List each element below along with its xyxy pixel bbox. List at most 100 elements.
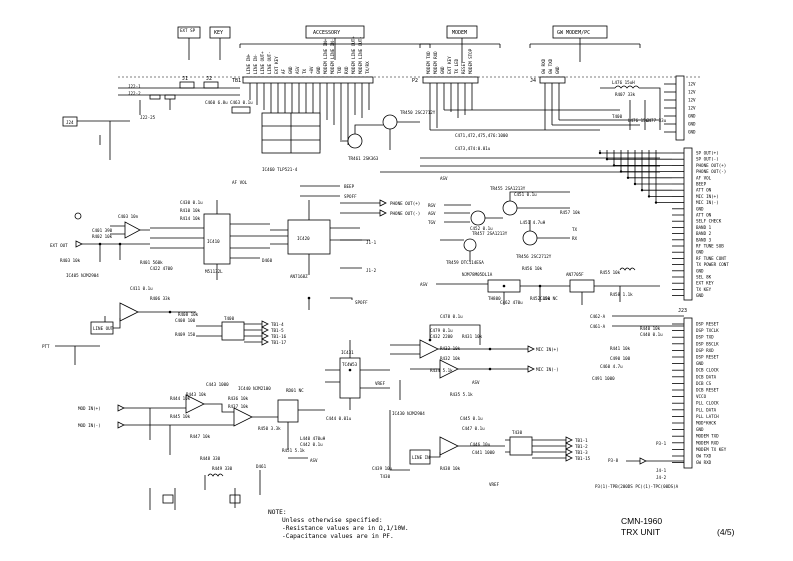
- harness-wire: [648, 150, 672, 197]
- component-value-label: R444 10k: [170, 396, 191, 401]
- right-lower-pin-label: PLL LATCH: [696, 414, 719, 419]
- right-mid-pin-label: ATT ON: [696, 188, 712, 193]
- component-value-label: R448 330: [200, 456, 221, 461]
- right-mid-pin-label: BAND 1: [696, 225, 712, 230]
- tr461-symbol: [347, 133, 363, 149]
- component-value-label: R452 10k: [530, 296, 551, 301]
- ic420-part: AN7168Z: [290, 274, 308, 279]
- p2-drop-wires: [429, 83, 473, 130]
- modem-label: MODEM: [452, 30, 467, 36]
- mic-in-plus-arrow: [527, 345, 535, 353]
- caps-note-2: C473,474:0.01u: [455, 146, 491, 151]
- right-mid-pin-label: TX KEY: [696, 287, 712, 292]
- t400-transformer: [221, 321, 245, 341]
- mod-in-minus-arrow: [117, 421, 125, 429]
- right-mid-pin-label: GND: [696, 268, 704, 273]
- key-label: KEY: [214, 30, 223, 36]
- ic420-label: IC420: [297, 236, 310, 241]
- ptt-label: PTT: [42, 344, 50, 349]
- right-lower-pin-label: GW TXD: [696, 454, 712, 459]
- an7705f-label: AN7705F: [566, 272, 584, 277]
- component-value-label: R406 33k: [150, 296, 171, 301]
- component-value-label: R440 10k: [640, 326, 661, 331]
- tr459-symbol: [463, 238, 477, 252]
- j24-wires: [77, 120, 130, 160]
- component-value-label: R410 10k: [180, 208, 201, 213]
- title-model: CMN-1960: [621, 516, 662, 526]
- tr455-symbol: [502, 200, 518, 216]
- right-lower-pin-label: DSP TXCLK: [696, 328, 719, 333]
- spoff-top-label: SPOFF: [344, 194, 357, 199]
- right-mid-pin-label: EXT KEY: [696, 281, 714, 286]
- af-vol-label: AF VOL: [232, 180, 248, 185]
- svg-text:C463 0.1u: C463 0.1u: [230, 100, 253, 105]
- harness-junction: [640, 189, 644, 192]
- right-mid-pin-label: PHONE OUT(+): [696, 163, 726, 168]
- component-value-label: C451 0.1u: [514, 192, 537, 197]
- component-value-label: C447 0.1u: [462, 426, 485, 431]
- svg-text:TX: TX: [302, 68, 307, 74]
- right-mid-pin-label: GND: [696, 293, 704, 298]
- svg-text:J22-2: J22-2: [128, 91, 141, 96]
- right-lower-pin-label: PLL CLOCK: [696, 401, 719, 406]
- tb1-2-arrow: [565, 442, 573, 450]
- component-value-label: C479 0.1u: [430, 328, 453, 333]
- ic431-wires: [325, 340, 390, 410]
- component-value-label: D460: [262, 258, 273, 263]
- c-a-lines: [612, 315, 684, 327]
- tb1-1-label: TB1-1: [575, 438, 588, 443]
- component-value-label: R441 10k: [610, 346, 631, 351]
- tb1-3-arrow: [565, 448, 573, 456]
- beep-label: BEEP: [344, 184, 355, 189]
- phone-out-plus-arrow: [379, 199, 387, 207]
- component-value-label: R403 10k: [60, 258, 81, 263]
- p3-8-arrow: [639, 457, 647, 465]
- an7705f-block: [569, 279, 595, 293]
- svg-text:ASV: ASV: [295, 66, 300, 74]
- ic431-part: TC4W53: [342, 362, 358, 367]
- l476-wires: [600, 87, 661, 130]
- right-upper-pin-label: 12V: [688, 106, 696, 111]
- title-unit: TRX UNIT: [621, 527, 660, 537]
- mod-in-plus-arrow: [117, 404, 125, 412]
- component-value-label: R455 10k: [600, 270, 621, 275]
- ext-out-wires: [82, 243, 150, 262]
- tb1-4-label: TB1-4: [271, 322, 284, 327]
- j1-wires: [340, 239, 362, 269]
- tb1-17-arrow: [261, 338, 269, 346]
- phone-out-minus-arrow: [379, 209, 387, 217]
- svg-text:MODEM LINE IN+: MODEM LINE IN+: [323, 38, 328, 74]
- component-value-label: C446 10u: [470, 442, 491, 447]
- vreg-wires: [436, 283, 660, 305]
- component-value-label: C445 0.1u: [460, 416, 483, 421]
- opamp-input-stage: [124, 221, 141, 239]
- svg-text:MODEM LINE OUT+: MODEM LINE OUT+: [351, 36, 356, 74]
- asv-mid-label: ASV: [420, 282, 428, 287]
- svg-text:EXT KEY: EXT KEY: [274, 56, 279, 74]
- t430-wires: [505, 439, 566, 459]
- phone-out-lines: [340, 202, 380, 214]
- connector-j23-label: J23: [678, 308, 687, 314]
- bottom-left-components: [149, 470, 261, 510]
- connector-p2-label: P2: [412, 78, 418, 84]
- agv-label: AGV: [428, 211, 436, 216]
- right-mid-pin-label: PHONE OUT(-): [696, 169, 726, 174]
- svg-text:C460 6.8u: C460 6.8u: [205, 100, 228, 105]
- component-value-label: R414 10k: [180, 216, 201, 221]
- phone-out-plus-label: PHONE OUT(+): [390, 201, 420, 206]
- component-value-label: R451 5.1k: [282, 448, 305, 453]
- rd01-block: [277, 399, 299, 423]
- right-lower-pin-label: VCCO: [696, 394, 707, 399]
- ic430-wires: [390, 324, 490, 400]
- ic440-wires: [130, 403, 270, 455]
- component-value-label: D461: [256, 464, 267, 469]
- component-value-label: C430 0.1u: [180, 200, 203, 205]
- c461-label: C461-A: [590, 324, 606, 329]
- p3-8-label: P3-8: [608, 458, 619, 463]
- line-out-label: LINE OUT: [93, 326, 114, 331]
- footer-ref: P3(1)-TPB(200DS PC)(1)-TPC(00DS)A: [595, 484, 679, 489]
- test-point-1: [74, 212, 82, 220]
